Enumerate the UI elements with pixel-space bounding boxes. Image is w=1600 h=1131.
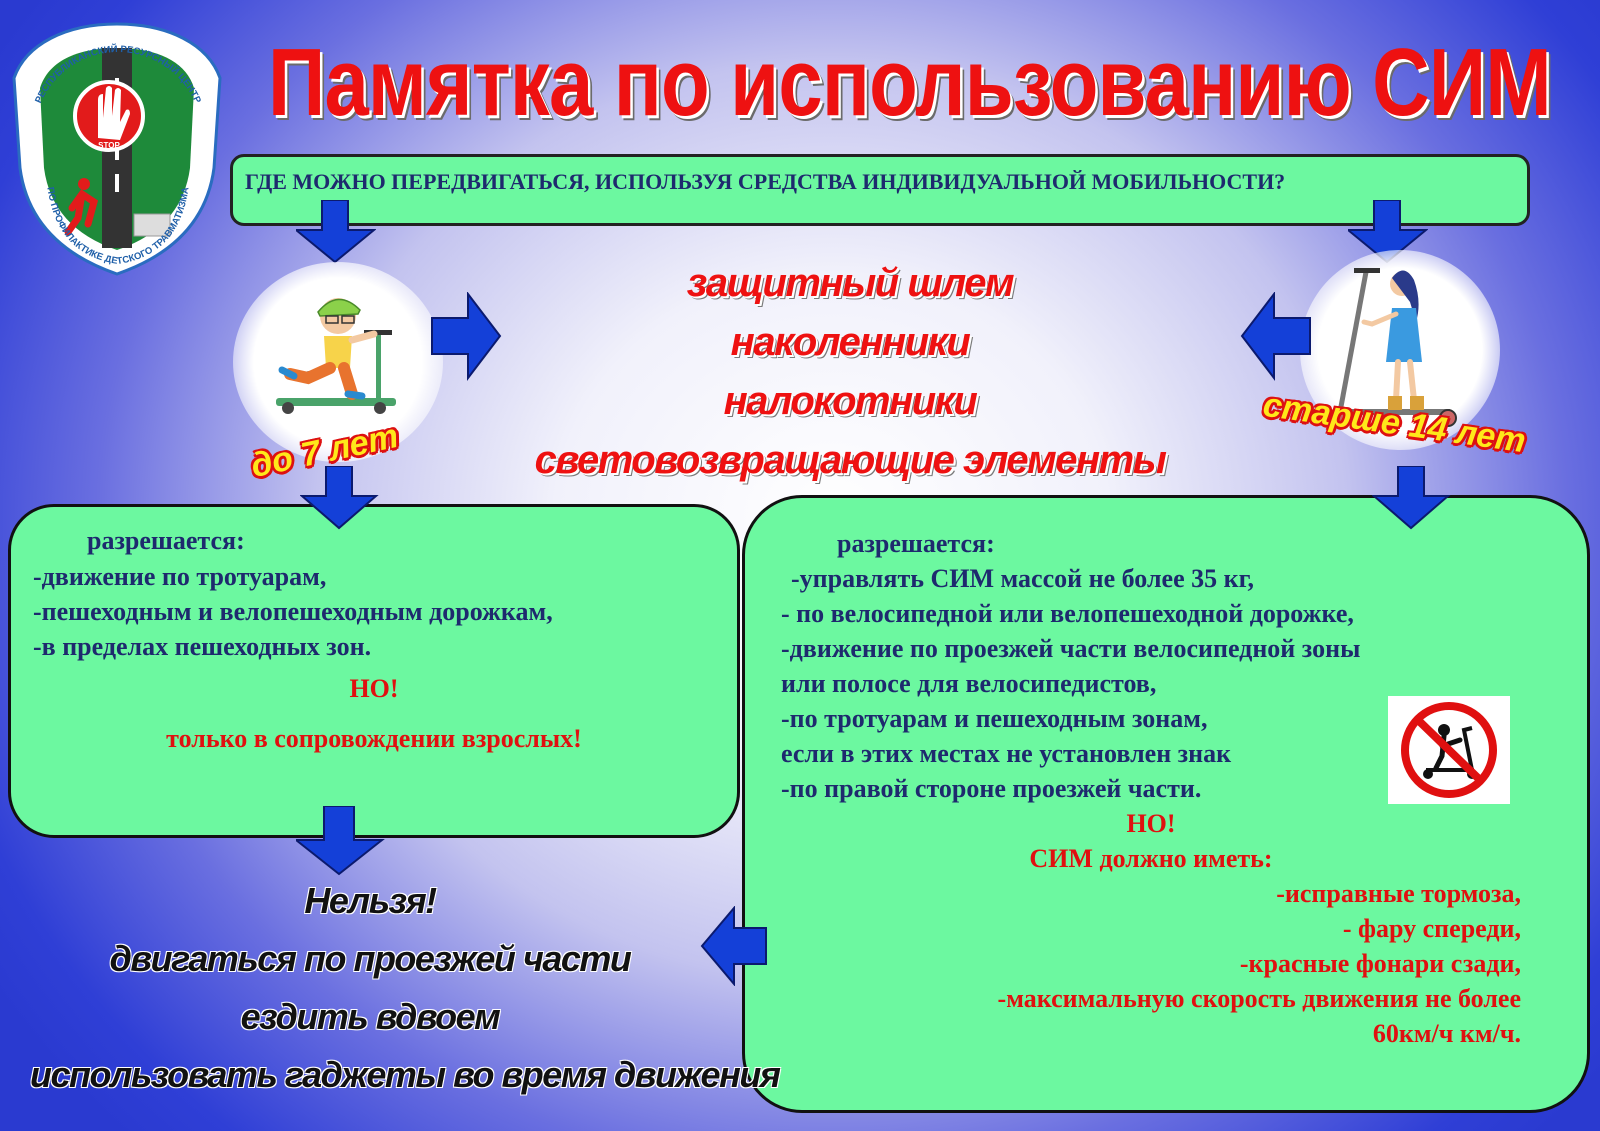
list-item: если в этих местах не установлен знак [781,739,1232,768]
must-item: 60км/ч км/ч. [1372,1019,1521,1048]
gear-item: наколенники [730,320,971,364]
gear-item: защитный шлем [686,261,1015,305]
must-item: -максимальную скорость движения не более [997,984,1521,1013]
list-item: -пешеходным и велопешеходным дорожкам, [33,597,553,626]
page-title: Памятка по использованию СИМ [268,29,1552,136]
under-7-panel: разрешается: -движение по тротуарам, -пе… [8,504,740,838]
panel-heading: разрешается: [87,526,245,555]
teen-scooter-icon [1333,268,1457,427]
list-item: -движение по тротуарам, [33,562,327,591]
forbidden-block: Нельзя! двигаться по проезжей части езди… [30,872,781,1104]
arrow-right-icon [431,292,502,381]
list-item: -по тротуарам и пешеходным зонам, [781,704,1208,733]
adult-note: только в сопровождении взрослых! [166,724,582,753]
logo: STOP РЕСПУБЛИКАНСКИЙ РЕСУРСНЫЙ ЦЕНТР ПО … [8,18,226,280]
arrow-down-forbidden-icon [296,806,385,876]
arrow-down-right-panel-icon [1372,466,1451,530]
no-scooter-sign [1388,696,1510,804]
forbidden-item: использовать гаджеты во время движения [30,1054,781,1095]
over-14-panel: разрешается: -управлять СИМ массой не бо… [742,495,1590,1113]
gear-item: световозвращающие элементы [534,438,1167,482]
but-label: НО! [1126,809,1176,838]
list-item: -по правой стороне проезжей части. [781,774,1202,803]
arrow-left-forbidden-icon [700,906,767,986]
list-item: или полосе для велосипедистов, [781,669,1157,698]
stop-text: STOP [98,141,120,150]
protective-gear-list: защитный шлем наколенники налокотники св… [470,254,1230,490]
forbidden-item: двигаться по проезжей части [109,938,632,979]
arrow-left-icon [1240,292,1311,381]
list-item: - по велосипедной или велопешеходной дор… [781,599,1354,628]
must-item: -исправные тормоза, [1276,879,1521,908]
no-scooter-sign-icon [1401,702,1497,798]
list-item: -в пределах пешеходных зон. [33,632,372,661]
child-scooter-icon [276,298,396,414]
panel-heading: разрешается: [837,529,995,558]
forbidden-item: ездить вдвоем [240,996,501,1037]
arrow-down-right-icon [1348,200,1428,264]
list-item: -движение по проезжей части велосипедной… [781,634,1361,663]
must-item: -красные фонари сзади, [1239,949,1521,978]
gear-item: налокотники [723,379,978,423]
question-box: ГДЕ МОЖНО ПЕРЕДВИГАТЬСЯ, ИСПОЛЬЗУЯ СРЕДС… [230,154,1530,226]
must-item: - фару спереди, [1342,914,1521,943]
must-have-heading: СИМ должно иметь: [1029,844,1273,873]
forbidden-heading: Нельзя! [304,880,437,921]
but-label: НО! [349,674,399,703]
list-item: -управлять СИМ массой не более 35 кг, [791,564,1254,593]
arrow-down-left-icon [296,200,376,264]
arrow-down-left-panel-icon [300,466,379,530]
